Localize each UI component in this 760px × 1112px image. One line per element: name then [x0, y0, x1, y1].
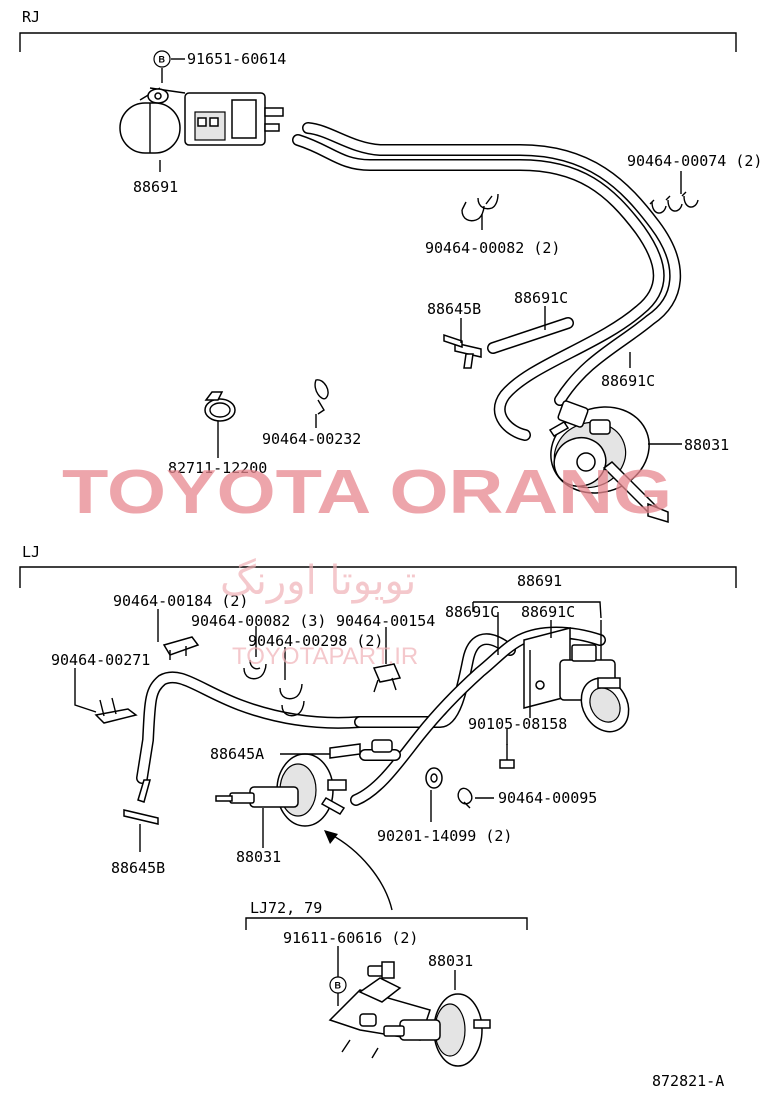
- callout-arrow-head: [324, 830, 338, 844]
- label-88645b-rj: 88645B: [427, 300, 481, 318]
- connector-88645b-rj-illustration: [443, 333, 482, 369]
- label-90464-00271: 90464-00271: [51, 651, 150, 669]
- label-90464-00154: 90464-00154: [336, 612, 435, 630]
- vsv-88691-lj-illustration: [523, 627, 630, 733]
- clip-90464-00074-illustration: [649, 191, 699, 214]
- label-88645b-lj: 88645B: [111, 859, 165, 877]
- label-88691c-rj-a: 88691C: [514, 289, 568, 307]
- clip-90464-00154-illustration: [372, 663, 402, 693]
- connector-88645b-lj-illustration: [123, 779, 159, 825]
- section-title-rj: RJ: [22, 8, 40, 26]
- actuator-88031-rj-illustration: [548, 400, 669, 524]
- clip-90464-00095-illustration: [457, 787, 473, 809]
- label-90105-08158: 90105-08158: [468, 715, 567, 733]
- label-91611-60616: 91611-60616 (2): [283, 929, 418, 947]
- label-90464-00184: 90464-00184 (2): [113, 592, 248, 610]
- hose-88691c-short-rj: [487, 317, 574, 354]
- label-90201-14099: 90201-14099 (2): [377, 827, 512, 845]
- figure-code: 872821-A: [652, 1072, 724, 1090]
- clip-90464-00271-illustration: [94, 697, 138, 724]
- label-88691c-lj-b: 88691C: [521, 603, 575, 621]
- bolt-marker-sub-text: B: [335, 981, 342, 991]
- label-88645a: 88645A: [210, 745, 264, 763]
- actuator-88031-sub-illustration: [328, 961, 491, 1067]
- callout-arrow-line: [329, 833, 393, 911]
- hose-88691c-lj: [136, 626, 606, 806]
- actuator-88031-lj-illustration: [215, 753, 347, 827]
- section-title-lj72-79: LJ72, 79: [250, 899, 322, 917]
- bolt-90105-illustration: [499, 744, 515, 769]
- label-90464-00082-rj: 90464-00082 (2): [425, 239, 560, 257]
- hose-88691c-long-rj: [292, 122, 681, 441]
- watermark-main: TOYOTA ORANG: [62, 458, 672, 527]
- label-82711-12200: 82711-12200: [168, 459, 267, 477]
- clamp-82711-illustration: [204, 391, 236, 422]
- section-bracket-lj: [19, 566, 737, 588]
- label-90464-00095: 90464-00095: [498, 789, 597, 807]
- clip-90464-00184-illustration: [162, 636, 200, 660]
- label-88031-lj: 88031: [236, 848, 281, 866]
- label-91651-60614: 91651-60614: [187, 50, 286, 68]
- leader-lines-lj: [74, 601, 602, 852]
- clip-90464-00232-illustration: [314, 379, 329, 415]
- clip-90464-00298-illustration: [279, 683, 305, 717]
- label-88031-rj: 88031: [684, 436, 729, 454]
- label-88031-sub: 88031: [428, 952, 473, 970]
- label-90464-00074: 90464-00074 (2): [627, 152, 760, 170]
- leader-lines-rj: [159, 58, 682, 458]
- section-bracket-rj: [19, 32, 737, 52]
- section-title-lj: LJ: [22, 543, 40, 561]
- label-90464-00232: 90464-00232: [262, 430, 361, 448]
- label-88691-rj: 88691: [133, 178, 178, 196]
- watermark-persian: تویوتا اورنگ: [220, 558, 416, 604]
- label-88691c-rj-b: 88691C: [601, 372, 655, 390]
- vsv-88691-rj-illustration: [119, 87, 284, 154]
- label-88691c-lj-a: 88691C: [445, 603, 499, 621]
- clip-90464-00082-rj-illustration: [461, 193, 499, 222]
- leader-lines-sub: [337, 946, 456, 1006]
- label-90464-00082-lj: 90464-00082 (3): [191, 612, 326, 630]
- label-88691-lj: 88691: [517, 572, 562, 590]
- connector-88645a-illustration: [329, 739, 393, 759]
- bolt-marker-sub: [329, 976, 347, 994]
- bolt-marker-rj: [153, 50, 171, 68]
- watermark-site: TOYOTAPART.IR: [232, 643, 418, 670]
- label-90464-00298: 90464-00298 (2): [248, 632, 383, 650]
- bolt-marker-rj-text: B: [159, 55, 166, 65]
- clip-90464-00082-lj-illustration: [243, 659, 267, 680]
- grommet-90201-illustration: [425, 767, 443, 789]
- section-bracket-lj72-79: [245, 917, 528, 930]
